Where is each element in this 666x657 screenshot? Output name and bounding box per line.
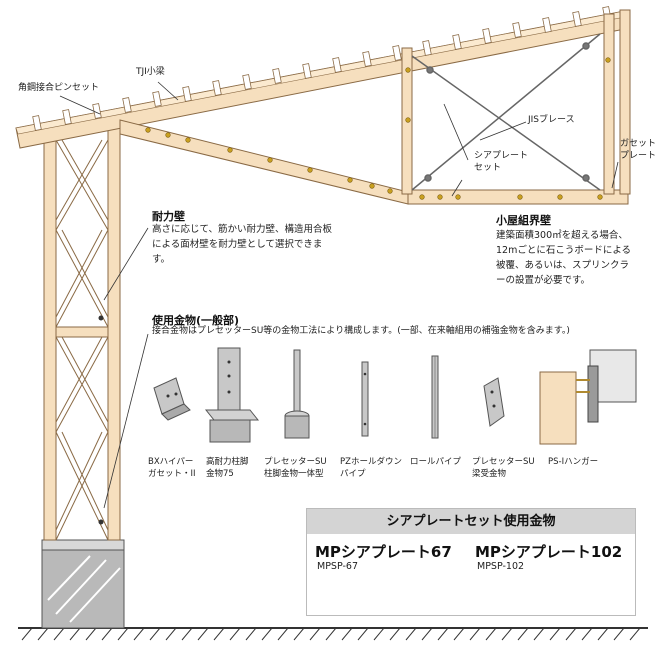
ground: [18, 627, 648, 641]
jis-braces: [411, 33, 601, 191]
presetter-su-post-base-part: [284, 349, 310, 439]
kakuko-pin-label: 角鋼接合ピンセット: [18, 83, 100, 93]
bx-gusset-part: [153, 377, 191, 421]
part-label-roll-pipe: ロールパイプ: [410, 457, 462, 467]
shear-plate-set-label: シアプレート セット: [474, 151, 529, 173]
ps-i-hanger-part: [539, 349, 637, 445]
hardware-text: 接合金物はプレセッターSU等の金物工法により構成します。(一部、在来軸組用の補強…: [152, 326, 570, 336]
shear-plate-panel-title: シアプレートセット使用金物: [307, 509, 635, 534]
bearing-wall-title: 耐力壁: [152, 210, 185, 223]
jis-brace-label: JISブレース: [528, 115, 575, 125]
shear-plate-panel: シアプレートセット使用金物 MPシアプレート67 MPSP-67 MPシアプレー…: [306, 508, 636, 616]
part-label-presetter-post-base: プレセッターSU 柱脚金物一体型: [264, 457, 327, 479]
roll-pipe-part: [431, 355, 439, 439]
roof-bottom-chord: [119, 119, 629, 205]
shear-plate-67-name: MPシアプレート67: [315, 543, 452, 561]
pz-holddown-pipe-part: [361, 361, 369, 437]
gusset-plate-label: ガセット プレート: [620, 139, 657, 161]
shear-plate-102-code: MPSP-102: [477, 561, 525, 572]
bearing-wall-text: 高さに応じて、筋かい耐力壁、構造用合板による面材壁を耐力壁として選択できます。: [152, 224, 333, 265]
tji-joist-label: TJI小梁: [136, 67, 165, 77]
part-label-bx-gusset: BXハイパー ガセット・II: [148, 457, 196, 479]
bolts: [145, 57, 611, 200]
part-label-post-base-75: 高耐力柱脚 金物75: [206, 457, 249, 479]
leader-lines: [59, 81, 619, 509]
hardware-title: 使用金物(一般部): [152, 314, 240, 327]
concrete-footing: [41, 539, 125, 629]
part-label-ps-i-hanger: PS-Iハンガー: [548, 457, 599, 467]
roof-partition-text: 建築面積300㎡を超える場合、12mごとに石こうボードによる被覆、あるいは、スプ…: [496, 230, 632, 286]
part-label-pz-holddown: PZホールダウン パイプ: [340, 457, 402, 479]
presetter-su-beam-hanger-part: [483, 377, 505, 427]
part-label-presetter-beam: プレセッターSU 梁受金物: [472, 457, 535, 479]
roof-top-chord: [15, 6, 631, 149]
high-strength-post-base-part: [204, 347, 260, 443]
shear-plate-102-name: MPシアプレート102: [475, 543, 623, 561]
shear-plate-67-code: MPSP-67: [317, 561, 358, 572]
braced-wall-column: [43, 117, 121, 541]
roof-partition-title: 小屋組界壁: [496, 214, 551, 227]
